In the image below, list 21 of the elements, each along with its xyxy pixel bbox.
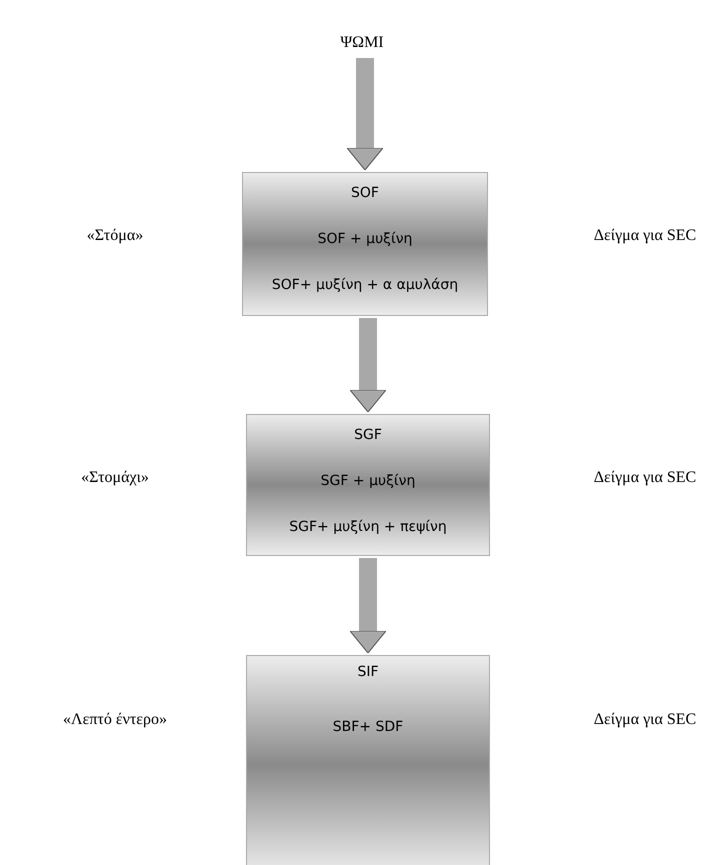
box-text: SGF bbox=[353, 427, 383, 443]
box-text: SGF + μυξίνη bbox=[320, 473, 416, 489]
box-text: SOF bbox=[350, 185, 380, 201]
sample-note: Δείγμα για SEC bbox=[592, 227, 698, 245]
process-box bbox=[242, 172, 488, 316]
box-text: SGF+ μυξίνη + πεψίνη bbox=[288, 519, 448, 535]
sample-note: Δείγμα για SEC bbox=[592, 469, 698, 487]
process-box bbox=[246, 655, 490, 865]
stage-label: «Στομάχι» bbox=[80, 469, 150, 487]
box-text: SOF+ μυξίνη + α αμυλάση bbox=[270, 277, 460, 293]
box-text: SIF bbox=[356, 664, 380, 680]
box-text: SBF+ SDF bbox=[332, 719, 404, 735]
block-arrow bbox=[346, 58, 384, 170]
sample-note: Δείγμα για SEC bbox=[592, 711, 698, 729]
block-arrow bbox=[350, 318, 386, 412]
stage-label: «Στόμα» bbox=[86, 227, 144, 245]
title-text: ΨΩΜΙ bbox=[312, 30, 412, 56]
block-arrow bbox=[350, 558, 386, 654]
box-text: SOF + μυξίνη bbox=[316, 231, 414, 247]
stage-label: «Λεπτό έντερο» bbox=[62, 711, 168, 729]
process-box bbox=[246, 414, 490, 556]
